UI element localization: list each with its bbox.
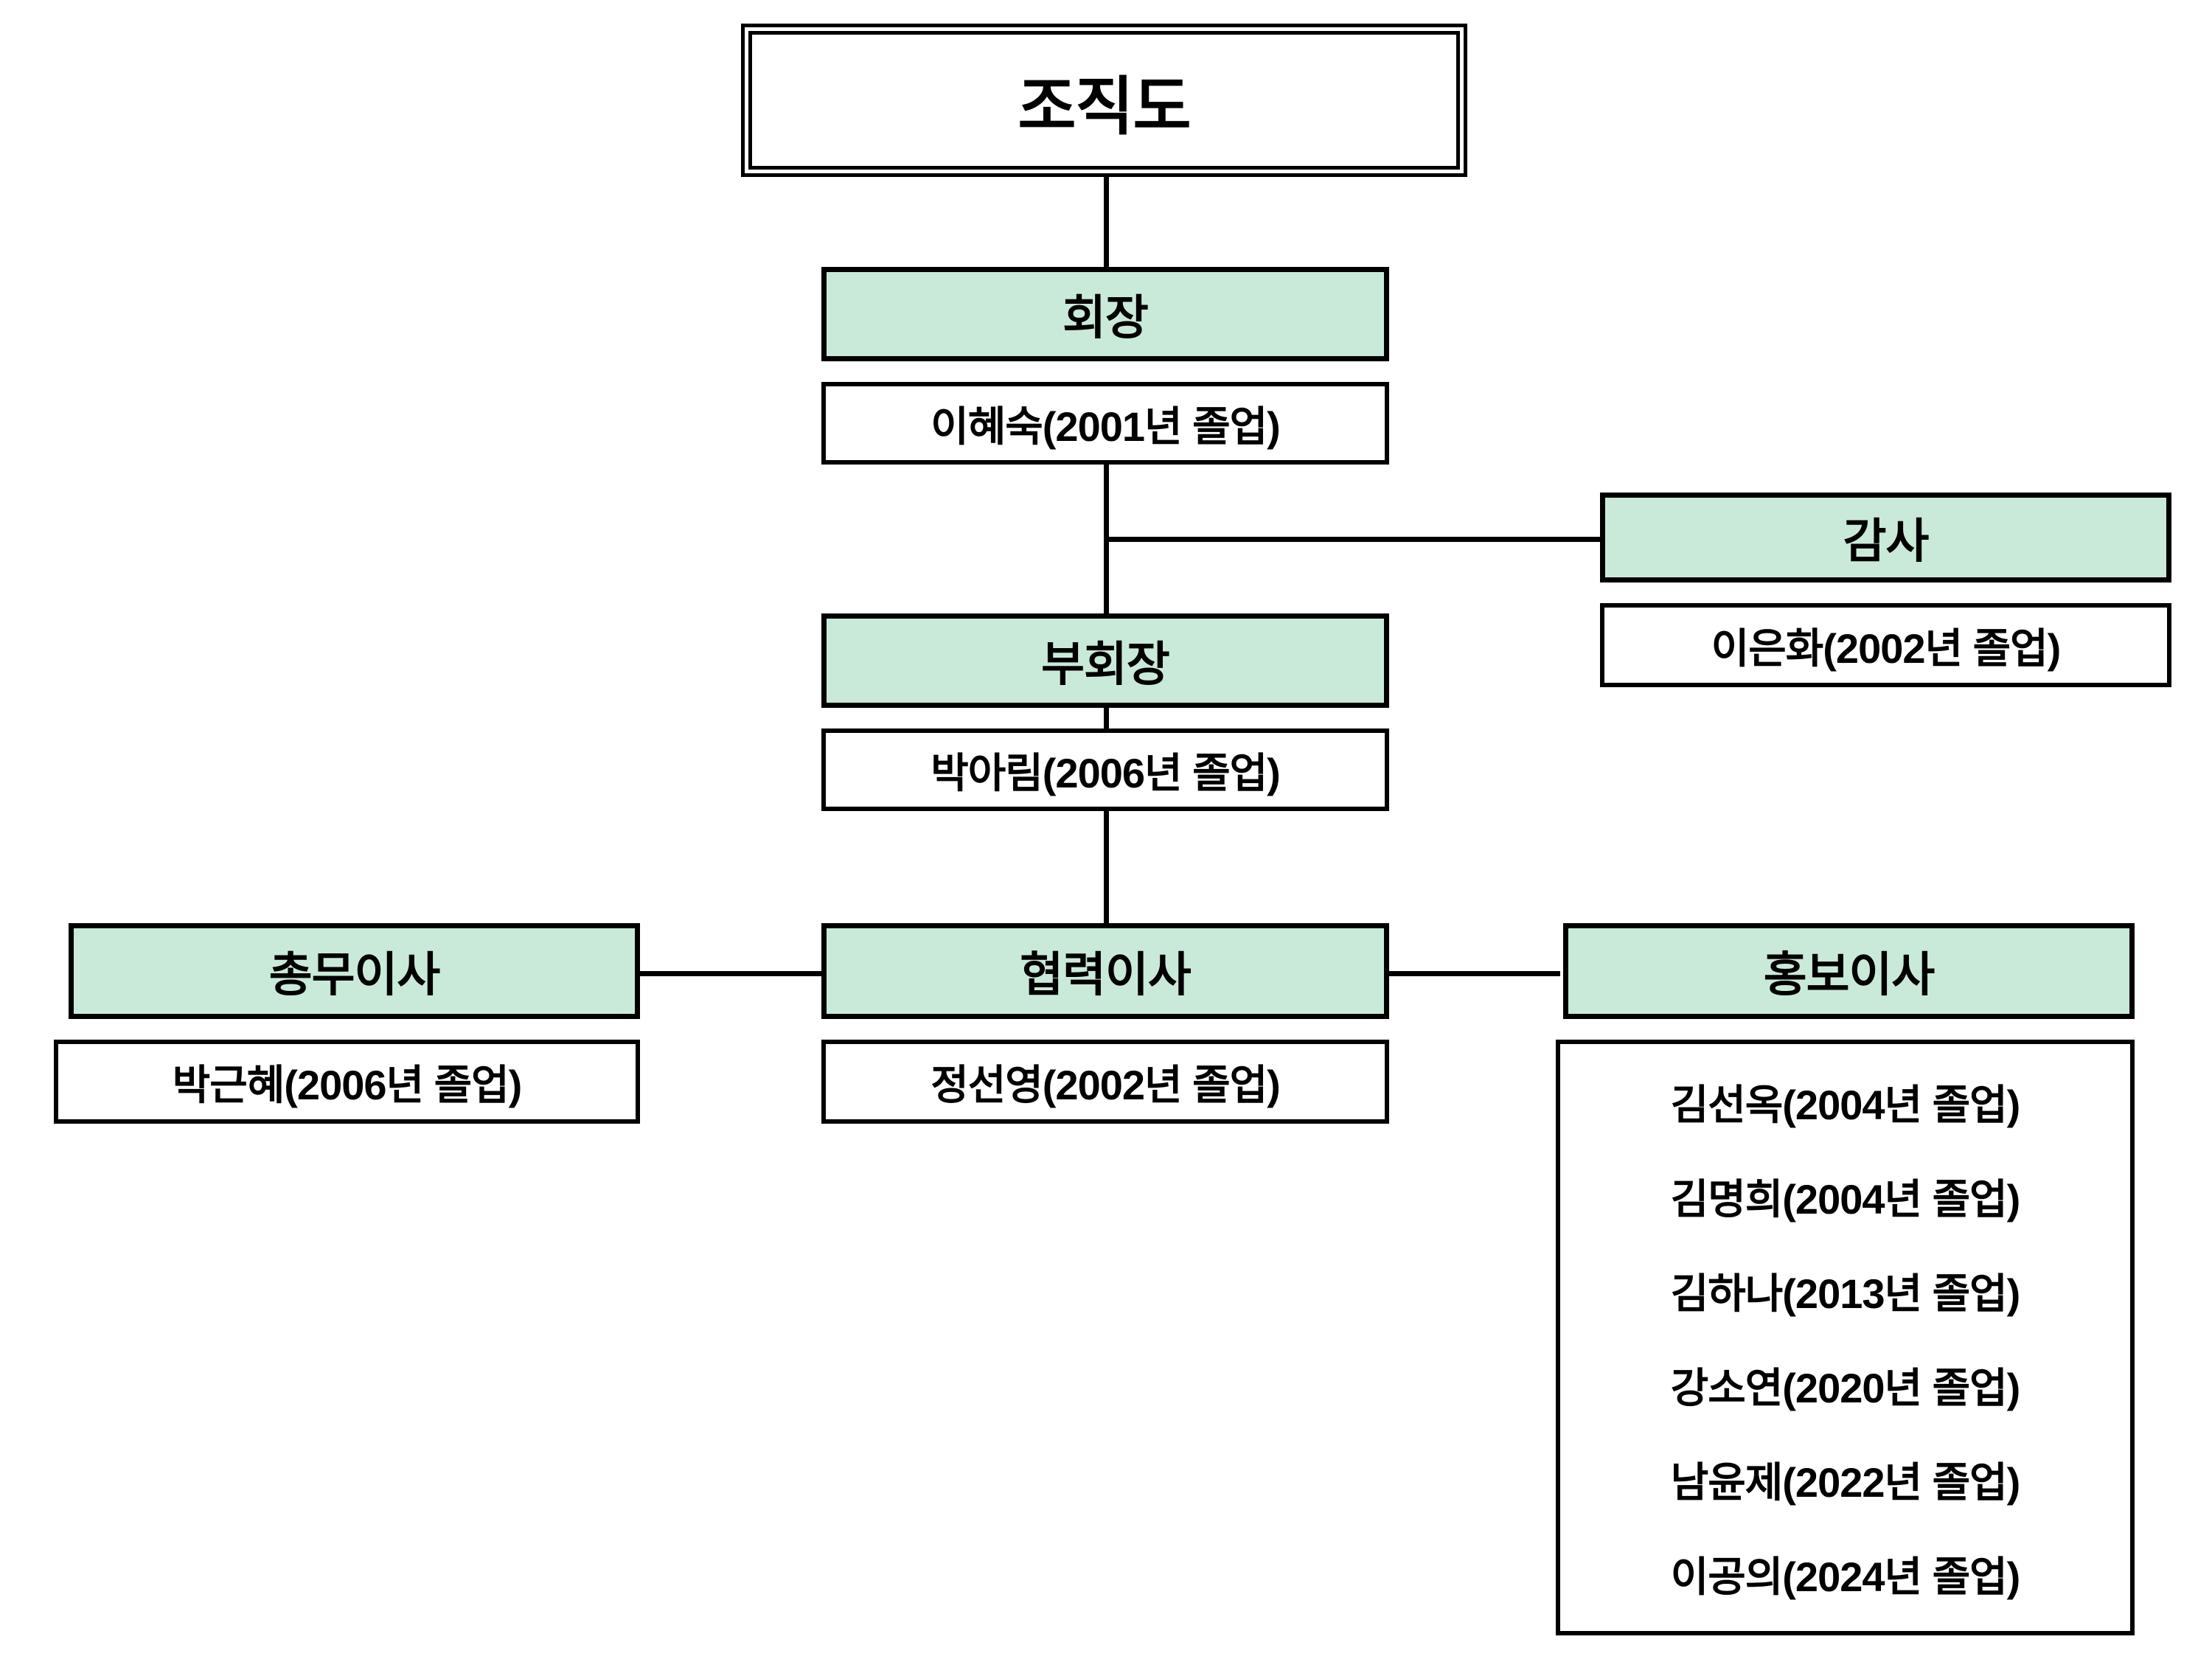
connector-cooperation-to-general-affairs xyxy=(638,971,826,976)
chart-title-text: 조직도 xyxy=(748,31,1460,170)
node-pr-header[interactable]: 홍보이사 xyxy=(1563,923,2135,1019)
node-general-affairs-body[interactable]: 박근혜(2006년 졸업) xyxy=(54,1040,640,1124)
member-name: 김명희(2004년 졸업) xyxy=(1670,1175,2021,1222)
member-name: 박근혜(2006년 졸업) xyxy=(172,1061,523,1108)
node-president-header[interactable]: 회장 xyxy=(821,267,1389,361)
member-name: 남윤제(2022년 졸업) xyxy=(1670,1458,2021,1506)
connector-president-to-auditor xyxy=(1104,537,1605,542)
member-name: 김선옥(2004년 졸업) xyxy=(1670,1081,2021,1128)
node-auditor-header[interactable]: 감사 xyxy=(1600,493,2171,582)
connector-title-to-president xyxy=(1104,177,1109,269)
member-name: 김하나(2013년 졸업) xyxy=(1670,1270,2021,1317)
node-vice-president-body[interactable]: 박아림(2006년 졸업) xyxy=(821,728,1389,811)
member-name: 박아림(2006년 졸업) xyxy=(931,749,1281,796)
chart-title-box: 조직도 xyxy=(741,24,1467,177)
member-name: 이은화(2002년 졸업) xyxy=(1711,625,2062,672)
node-president-body[interactable]: 이혜숙(2001년 졸업) xyxy=(821,382,1389,465)
member-name: 강소연(2020년 졸업) xyxy=(1670,1364,2021,1411)
connector-vice-president-to-cooperation xyxy=(1104,811,1109,929)
node-auditor-body[interactable]: 이은화(2002년 졸업) xyxy=(1600,603,2171,687)
node-cooperation-header[interactable]: 협력이사 xyxy=(821,923,1389,1019)
node-cooperation-body[interactable]: 정선영(2002년 졸업) xyxy=(821,1040,1389,1124)
node-pr-body[interactable]: 김선옥(2004년 졸업) 김명희(2004년 졸업) 김하나(2013년 졸업… xyxy=(1556,1040,2135,1635)
member-name: 이공의(2024년 졸업) xyxy=(1670,1553,2021,1600)
member-name: 이혜숙(2001년 졸업) xyxy=(931,403,1281,450)
connector-cooperation-to-pr xyxy=(1385,971,1560,976)
node-general-affairs-header[interactable]: 총무이사 xyxy=(69,923,640,1019)
node-vice-president-header[interactable]: 부회장 xyxy=(821,613,1389,708)
member-name: 정선영(2002년 졸업) xyxy=(931,1061,1281,1108)
